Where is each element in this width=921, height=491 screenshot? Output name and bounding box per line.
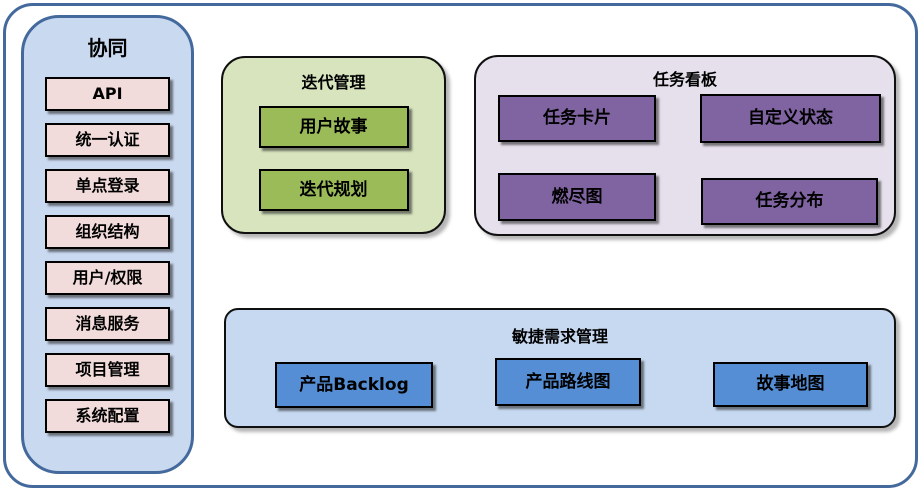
sidebar-item-api: API: [45, 77, 170, 111]
diagram-frame: 协同 API 统一认证 单点登录 组织结构 用户/权限 消息服务 项目管理 系统…: [3, 3, 918, 488]
item-burndown-chart: 燃尽图: [498, 173, 656, 221]
group-agile-requirements: 敏捷需求管理 产品Backlog 产品路线图 故事地图: [224, 308, 896, 428]
sidebar-item-project-management: 项目管理: [45, 353, 170, 387]
item-product-backlog: 产品Backlog: [275, 362, 433, 408]
item-story-map: 故事地图: [713, 362, 868, 407]
group-title-task-board: 任务看板: [652, 70, 717, 89]
item-task-distribution: 任务分布: [701, 178, 878, 225]
sidebar-collaboration-group: 协同 API 统一认证 单点登录 组织结构 用户/权限 消息服务 项目管理 系统…: [21, 15, 194, 474]
sidebar-item-list: API 统一认证 单点登录 组织结构 用户/权限 消息服务 项目管理 系统配置: [24, 77, 191, 433]
sidebar-title: 协同: [87, 36, 128, 60]
sidebar-item-unified-auth: 统一认证: [45, 123, 170, 157]
item-iteration-planning: 迭代规划: [258, 169, 409, 211]
item-custom-status: 自定义状态: [700, 94, 881, 143]
group-title-iteration: 迭代管理: [301, 73, 366, 92]
sidebar-item-org-structure: 组织结构: [45, 215, 170, 249]
sidebar-item-sso: 单点登录: [45, 169, 170, 203]
item-product-roadmap: 产品路线图: [495, 358, 641, 406]
sidebar-item-message-service: 消息服务: [45, 307, 170, 341]
group-task-board: 任务看板 任务卡片 自定义状态 燃尽图 任务分布: [474, 55, 896, 236]
item-user-story: 用户故事: [258, 106, 409, 148]
item-task-card: 任务卡片: [498, 95, 656, 142]
sidebar-item-system-config: 系统配置: [45, 399, 170, 433]
group-iteration-management: 迭代管理 用户故事 迭代规划: [221, 56, 446, 234]
sidebar-item-user-permissions: 用户/权限: [45, 261, 170, 295]
iteration-item-list: 用户故事 迭代规划: [223, 106, 444, 211]
group-title-agile-requirements: 敏捷需求管理: [511, 327, 608, 346]
